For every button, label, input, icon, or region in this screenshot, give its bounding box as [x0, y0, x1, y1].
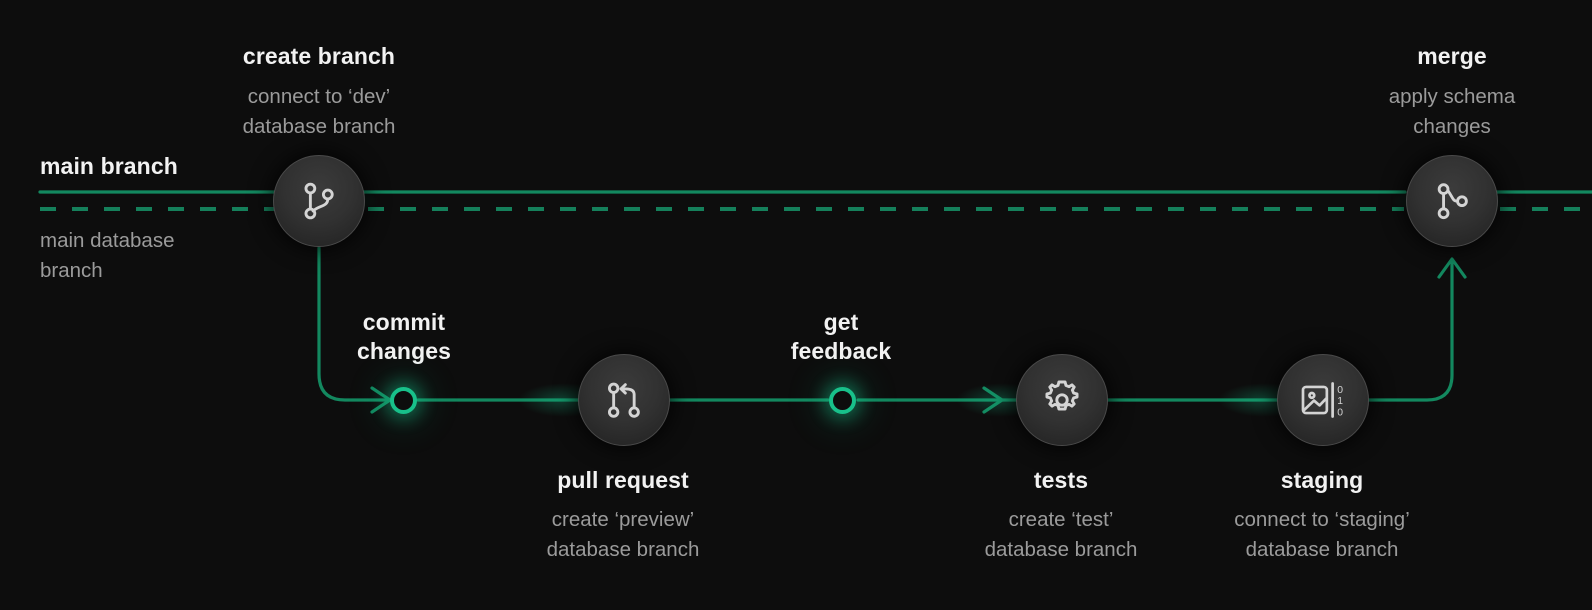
commit-changes-title-line1: commit	[362, 309, 446, 335]
commit-changes-title: commit changes	[357, 308, 451, 366]
tests-subtitle: create ‘test’ database branch	[985, 505, 1138, 565]
merge-subtitle-line2: changes	[1413, 115, 1491, 139]
tests-subtitle-line1: create ‘test’	[1008, 508, 1114, 531]
tests-title: tests	[1033, 467, 1089, 493]
main-database-branch-label-line1: main database	[40, 229, 175, 252]
staging-binary-digit-0b: 0	[1337, 408, 1343, 419]
main-branch-label: main branch	[40, 153, 178, 179]
pull-request-subtitle-line1: create ‘preview’	[551, 508, 695, 531]
node-commit-changes[interactable]	[390, 387, 417, 414]
staging-binary-digit-0a: 0	[1337, 385, 1343, 396]
node-tests[interactable]	[1016, 354, 1108, 446]
create-branch-title: create branch	[242, 43, 396, 69]
staging-subtitle-line2: database branch	[1245, 538, 1399, 562]
tests-subtitle-line2: database branch	[984, 538, 1138, 562]
node-merge[interactable]	[1406, 155, 1498, 247]
merge-subtitle: apply schema changes	[1389, 82, 1515, 142]
get-feedback-title-line2: feedback	[790, 337, 892, 364]
staging-binary-digit-1: 1	[1337, 396, 1343, 407]
staging-to-merge-path	[1364, 260, 1454, 402]
arrowhead-merge	[1437, 257, 1467, 279]
git-branch-icon	[296, 178, 342, 224]
get-feedback-title: get feedback	[791, 308, 892, 366]
node-staging[interactable]: 0 1 0	[1277, 354, 1369, 446]
staging-title: staging	[1280, 467, 1364, 493]
node-create-branch[interactable]	[273, 155, 365, 247]
gear-icon	[1038, 376, 1086, 424]
get-feedback-title-line1: get	[823, 309, 859, 335]
arrowhead-tests	[982, 386, 1004, 414]
main-database-branch-label: main database branch	[40, 226, 174, 286]
pull-request-subtitle: create ‘preview’ database branch	[547, 505, 700, 565]
preview-image-binary-icon: 0 1 0	[1298, 375, 1348, 425]
git-pull-request-icon	[601, 377, 647, 423]
create-branch-subtitle-line2: database branch	[242, 115, 396, 139]
pull-request-subtitle-line2: database branch	[546, 538, 700, 562]
create-branch-subtitle: connect to ‘dev’ database branch	[243, 82, 396, 142]
git-merge-icon	[1429, 178, 1475, 224]
staging-subtitle-line1: connect to ‘staging’	[1234, 508, 1410, 531]
create-branch-subtitle-line1: connect to ‘dev’	[247, 85, 391, 108]
arrowhead-commit	[370, 386, 392, 414]
merge-title: merge	[1417, 43, 1487, 69]
main-database-branch-label-line2: branch	[40, 259, 103, 283]
node-pull-request[interactable]	[578, 354, 670, 446]
commit-changes-title-line2: changes	[356, 337, 452, 364]
merge-subtitle-line1: apply schema	[1388, 85, 1516, 108]
staging-subtitle: connect to ‘staging’ database branch	[1234, 505, 1410, 565]
pull-request-title: pull request	[557, 467, 689, 493]
node-get-feedback[interactable]	[829, 387, 856, 414]
